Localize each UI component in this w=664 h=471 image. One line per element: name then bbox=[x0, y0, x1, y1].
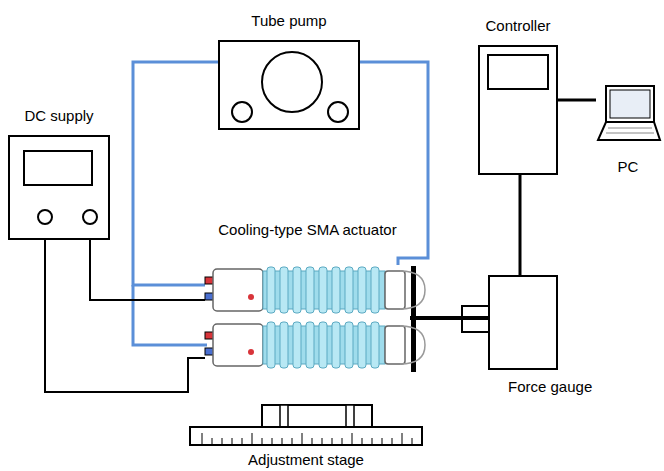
bellows-rib bbox=[319, 322, 327, 368]
device-node: DC supply bbox=[8, 135, 110, 240]
tick bbox=[312, 438, 313, 445]
device-label: Cooling-type SMA actuator bbox=[218, 221, 396, 238]
bellows-rib bbox=[345, 322, 353, 368]
tick bbox=[292, 438, 293, 445]
tick bbox=[212, 438, 213, 445]
bellows-rib bbox=[319, 267, 327, 313]
tick bbox=[242, 438, 243, 445]
connector bbox=[519, 175, 522, 275]
circle-shape bbox=[262, 52, 322, 112]
bellows-rib bbox=[371, 267, 379, 313]
tick bbox=[202, 433, 203, 445]
tick bbox=[262, 438, 263, 445]
stage-ruler bbox=[190, 427, 422, 445]
circle-shape bbox=[83, 210, 97, 224]
bellows-rib bbox=[371, 322, 379, 368]
tick bbox=[412, 438, 413, 445]
path-shape bbox=[606, 86, 654, 122]
laptop-art bbox=[596, 82, 660, 152]
device-label: Controller bbox=[485, 17, 550, 34]
bellows-rib bbox=[293, 322, 301, 368]
tick bbox=[302, 433, 303, 445]
circle-shape bbox=[328, 102, 348, 122]
rect-shape bbox=[24, 151, 92, 185]
supply-art bbox=[10, 137, 108, 238]
bellows-rib bbox=[267, 267, 275, 313]
rect-shape bbox=[346, 405, 354, 427]
bellows-rib bbox=[332, 322, 340, 368]
device-node: Force gauge bbox=[488, 275, 558, 370]
controller-art bbox=[480, 47, 556, 173]
connector bbox=[90, 240, 205, 300]
rect-shape bbox=[280, 405, 288, 427]
device-label: PC bbox=[618, 158, 639, 175]
circle-shape bbox=[38, 210, 52, 224]
path-shape bbox=[598, 122, 660, 140]
rect-shape bbox=[488, 55, 548, 89]
end-block bbox=[213, 324, 263, 366]
device-node: Tube pump bbox=[218, 40, 360, 130]
wire-loop bbox=[400, 326, 425, 364]
tick bbox=[342, 438, 343, 445]
device-label: DC supply bbox=[24, 107, 93, 124]
end-cap bbox=[385, 326, 405, 364]
bellows-rib bbox=[358, 322, 366, 368]
connector bbox=[133, 62, 218, 285]
device-label: Adjustment stage bbox=[248, 451, 364, 468]
pump-art bbox=[220, 42, 358, 128]
tick bbox=[252, 433, 253, 445]
stage-platform bbox=[262, 405, 372, 427]
bellows-rib bbox=[345, 267, 353, 313]
device-label: Tube pump bbox=[251, 12, 326, 29]
tick bbox=[282, 438, 283, 445]
bellows-rib bbox=[280, 267, 288, 313]
tick bbox=[392, 438, 393, 445]
bellows-rib bbox=[280, 322, 288, 368]
device-node: Cooling-type SMA actuator bbox=[205, 265, 410, 370]
screw bbox=[248, 349, 254, 355]
tick bbox=[402, 433, 403, 445]
connector bbox=[558, 99, 596, 102]
stage-art bbox=[190, 405, 422, 447]
bellows-rib bbox=[306, 267, 314, 313]
device-node: PC bbox=[596, 82, 660, 152]
tick bbox=[322, 438, 323, 445]
tick bbox=[272, 438, 273, 445]
tick bbox=[382, 438, 383, 445]
device-node: Controller bbox=[478, 45, 558, 175]
tick bbox=[372, 438, 373, 445]
end-cap bbox=[385, 271, 405, 309]
tick bbox=[332, 438, 333, 445]
device-label: Force gauge bbox=[508, 378, 592, 395]
bellows-rib bbox=[358, 267, 366, 313]
wire-loop bbox=[400, 271, 425, 309]
tick bbox=[352, 433, 353, 445]
tick bbox=[232, 438, 233, 445]
bellows-rib bbox=[306, 322, 314, 368]
screw bbox=[248, 294, 254, 300]
gauge-art bbox=[490, 277, 556, 368]
end-block bbox=[213, 269, 263, 311]
tick bbox=[222, 438, 223, 445]
connector bbox=[410, 316, 488, 320]
bellows-rib bbox=[293, 267, 301, 313]
device-node: Adjustment stage bbox=[190, 405, 422, 447]
rect-shape bbox=[490, 277, 556, 368]
path-shape bbox=[606, 128, 654, 133]
bellows-rib bbox=[267, 322, 275, 368]
actuator-art bbox=[205, 265, 410, 370]
bellows-rib bbox=[332, 267, 340, 313]
circle-shape bbox=[232, 102, 252, 122]
tube-branch bbox=[133, 285, 207, 345]
tick bbox=[362, 438, 363, 445]
rect-shape bbox=[610, 90, 650, 118]
connector bbox=[45, 240, 205, 392]
